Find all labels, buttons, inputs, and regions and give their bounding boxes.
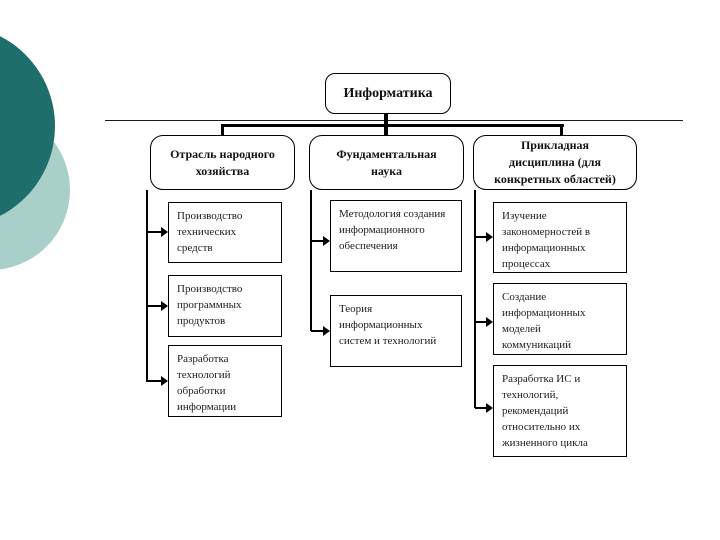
child-box-is-development: Разработка ИС и технологий, рекомендаций… xyxy=(493,365,627,457)
diagram-title: Информатика xyxy=(343,85,433,101)
arrow-icon xyxy=(475,403,493,413)
arrow-icon xyxy=(311,236,330,246)
arrow-icon xyxy=(311,326,330,336)
connector-line-column1 xyxy=(146,190,148,382)
child-box-software-production: Производство программных продуктов xyxy=(168,275,282,337)
child-box-methodology: Методология создания информационного обе… xyxy=(330,200,462,272)
child-box-info-processing-tech: Разработка технологий обработки информац… xyxy=(168,345,282,417)
connector-line-column3 xyxy=(474,190,476,408)
child-box-theory: Теория информационных систем и технологи… xyxy=(330,295,462,367)
child-box-patterns-study: Изучение закономерностей в информационны… xyxy=(493,202,627,273)
arrow-icon xyxy=(475,232,493,242)
diagram-title-box: Информатика xyxy=(325,73,451,114)
horizontal-rule xyxy=(105,120,683,121)
connector-drop-column3 xyxy=(560,124,563,137)
child-box-models-creation: Создание информационных моделей коммуник… xyxy=(493,283,627,355)
connector-line-column2 xyxy=(310,190,312,331)
arrow-icon xyxy=(147,376,168,386)
column-header-industry: Отрасль народного хозяйства xyxy=(150,135,295,190)
column-header-fundamental-science: Фундаментальная наука xyxy=(309,135,464,190)
connector-branch-line xyxy=(221,124,564,127)
column-header-applied-discipline: Прикладная дисциплина (для конкретных об… xyxy=(473,135,637,190)
connector-drop-column1 xyxy=(221,124,224,137)
arrow-icon xyxy=(475,317,493,327)
child-box-tech-production: Производство технических средств xyxy=(168,202,282,263)
arrow-icon xyxy=(147,227,168,237)
connector-title-stem xyxy=(384,111,388,136)
arrow-icon xyxy=(147,301,168,311)
